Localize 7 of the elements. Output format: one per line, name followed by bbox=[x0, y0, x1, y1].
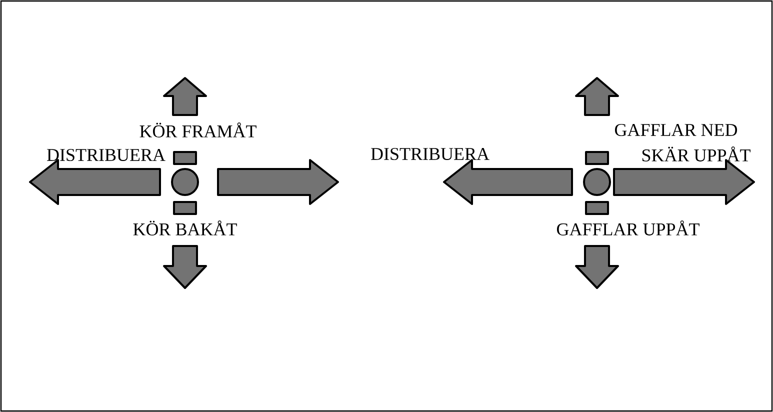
direction-label: DISTRIBUERA bbox=[47, 148, 166, 162]
direction-label: DISTRIBUERA bbox=[371, 148, 490, 160]
direction-label: SKÄR UPPÅT bbox=[642, 146, 750, 162]
direction-label: KÖR BAKÅT bbox=[133, 220, 237, 236]
direction-label: GAFFLAR UPPÅT bbox=[556, 220, 700, 236]
direction-label: KÖR FRAMÅT bbox=[140, 122, 256, 138]
direction-label: GAFFLAR NED bbox=[615, 124, 738, 136]
